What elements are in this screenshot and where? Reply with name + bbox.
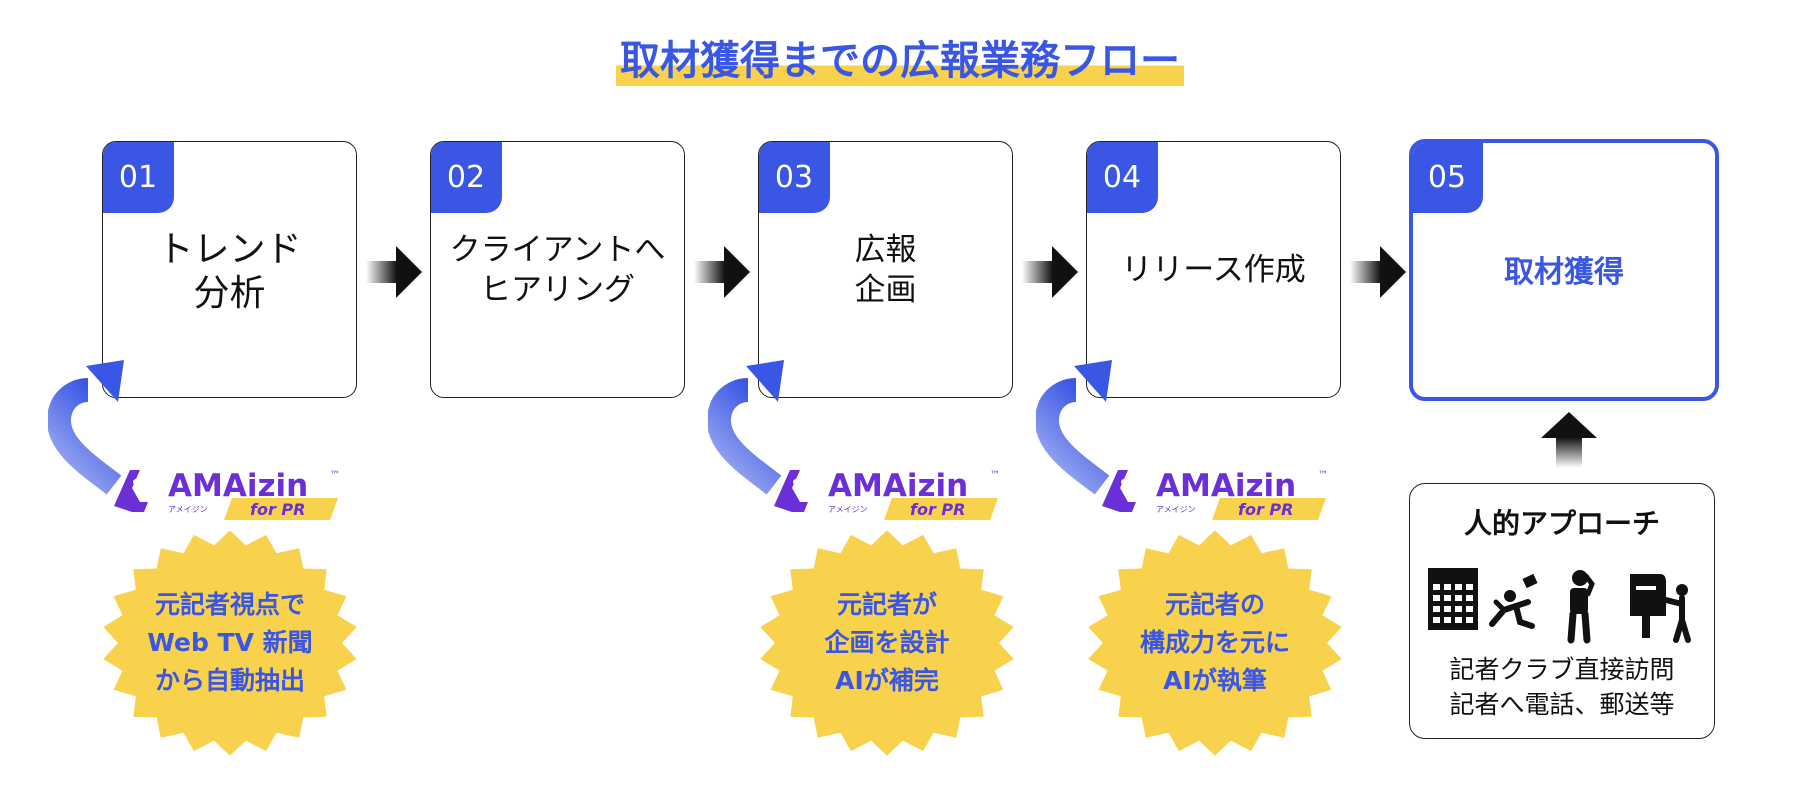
step-number: 01: [103, 142, 174, 213]
logo-tm: ™: [1318, 470, 1328, 481]
flow-arrow-icon: [366, 246, 422, 298]
building-icon: [1428, 568, 1478, 630]
logo-sub: for PR: [1238, 500, 1293, 519]
badge-text: 元記者が 企画を設計 AIが補完: [758, 530, 1016, 756]
step-label-line1: 取材獲得: [1504, 255, 1624, 290]
amaizin-logo: AMAizin ™ アメイジン for PR: [1098, 462, 1338, 522]
curved-arrow-icon: [48, 360, 124, 495]
badge-line: から自動抽出: [154, 666, 305, 695]
logo-sub: for PR: [250, 500, 305, 519]
step-01-box: 01 トレンド 分析: [102, 141, 357, 398]
logo-tm: ™: [990, 470, 1000, 481]
logo-kana: アメイジン: [168, 505, 208, 514]
logo-kana: アメイジン: [828, 505, 868, 514]
step-number: 04: [1087, 142, 1158, 213]
step-04-box: 04 リリース作成: [1086, 141, 1341, 398]
step-label-line2: 企画: [854, 272, 917, 308]
diagram-title: 取材獲得までの広報業務フロー: [616, 34, 1184, 88]
step-label: 広報 企画: [759, 230, 1012, 310]
human-approach-title: 人的アプローチ: [1463, 507, 1660, 540]
badge-line: 企画を設計: [824, 628, 950, 657]
step-label-line2: ヒアリング: [480, 272, 635, 308]
step-label-line2: 分析: [193, 273, 266, 314]
phone-person-icon: [1567, 570, 1595, 644]
curved-arrow-icon: [708, 360, 784, 495]
badge-line: 元記者視点で: [154, 590, 305, 619]
starburst-shape: [760, 530, 1014, 756]
human-approach-desc: 記者クラブ直接訪問 記者へ電話、郵送等: [1410, 652, 1714, 722]
feature-badge: 元記者の 構成力を元に AIが執筆: [1086, 530, 1344, 756]
human-approach-box: 人的アプローチ: [1409, 483, 1715, 739]
starburst-shape: [1088, 530, 1342, 756]
step-02-box: 02 クライアントへ ヒアリング: [430, 141, 685, 398]
human-approach-icons: [1428, 568, 1691, 644]
step-label: クライアントへ ヒアリング: [431, 230, 684, 310]
badge-line: 元記者の: [1164, 590, 1265, 619]
badge-text: 元記者視点で Web TV 新聞 から自動抽出: [101, 530, 359, 756]
step-05-box: 05 取材獲得: [1409, 139, 1719, 401]
step-number: 05: [1413, 143, 1483, 213]
badge-line: AIが補完: [835, 666, 939, 695]
badge-text: 元記者の 構成力を元に AIが執筆: [1086, 530, 1344, 756]
step-number: 02: [431, 142, 502, 213]
step-label: リリース作成: [1087, 250, 1340, 290]
human-desc-line1: 記者クラブ直接訪問: [1449, 655, 1675, 684]
badge-line: AIが執筆: [1163, 666, 1267, 695]
step-label: トレンド 分析: [103, 228, 356, 316]
step-label-line1: クライアントへ: [449, 232, 666, 268]
starburst-shape: [103, 530, 357, 756]
step-label-line1: リリース作成: [1121, 252, 1306, 288]
logo-sub: for PR: [910, 500, 965, 519]
flow-arrow-icon: [1022, 246, 1078, 298]
logo-kana: アメイジン: [1156, 505, 1196, 514]
flow-arrow-icon: [694, 246, 750, 298]
flow-arrow-icon: [1350, 246, 1406, 298]
badge-line: 構成力を元に: [1139, 628, 1290, 657]
title-container: 取材獲得までの広報業務フロー: [0, 34, 1800, 88]
step-label: 取材獲得: [1413, 253, 1715, 293]
amaizin-logo: AMAizin ™ アメイジン for PR: [770, 462, 1010, 522]
curved-arrow-icon: [1036, 360, 1112, 495]
human-desc-line2: 記者へ電話、郵送等: [1449, 690, 1675, 719]
running-person-icon: [1489, 573, 1538, 629]
logo-tm: ™: [330, 470, 340, 481]
step-03-box: 03 広報 企画: [758, 141, 1013, 398]
mailbox-person-icon: [1630, 574, 1691, 643]
feature-badge: 元記者が 企画を設計 AIが補完: [758, 530, 1016, 756]
up-arrow-icon: [1541, 412, 1597, 468]
feature-badge: 元記者視点で Web TV 新聞 から自動抽出: [101, 530, 359, 756]
amaizin-logo: AMAizin ™ アメイジン for PR: [110, 462, 350, 522]
badge-line: Web TV 新聞: [147, 628, 313, 657]
badge-line: 元記者が: [836, 590, 937, 619]
step-label-line1: 広報: [854, 232, 917, 268]
step-label-line1: トレンド: [157, 229, 302, 270]
step-number: 03: [759, 142, 830, 213]
